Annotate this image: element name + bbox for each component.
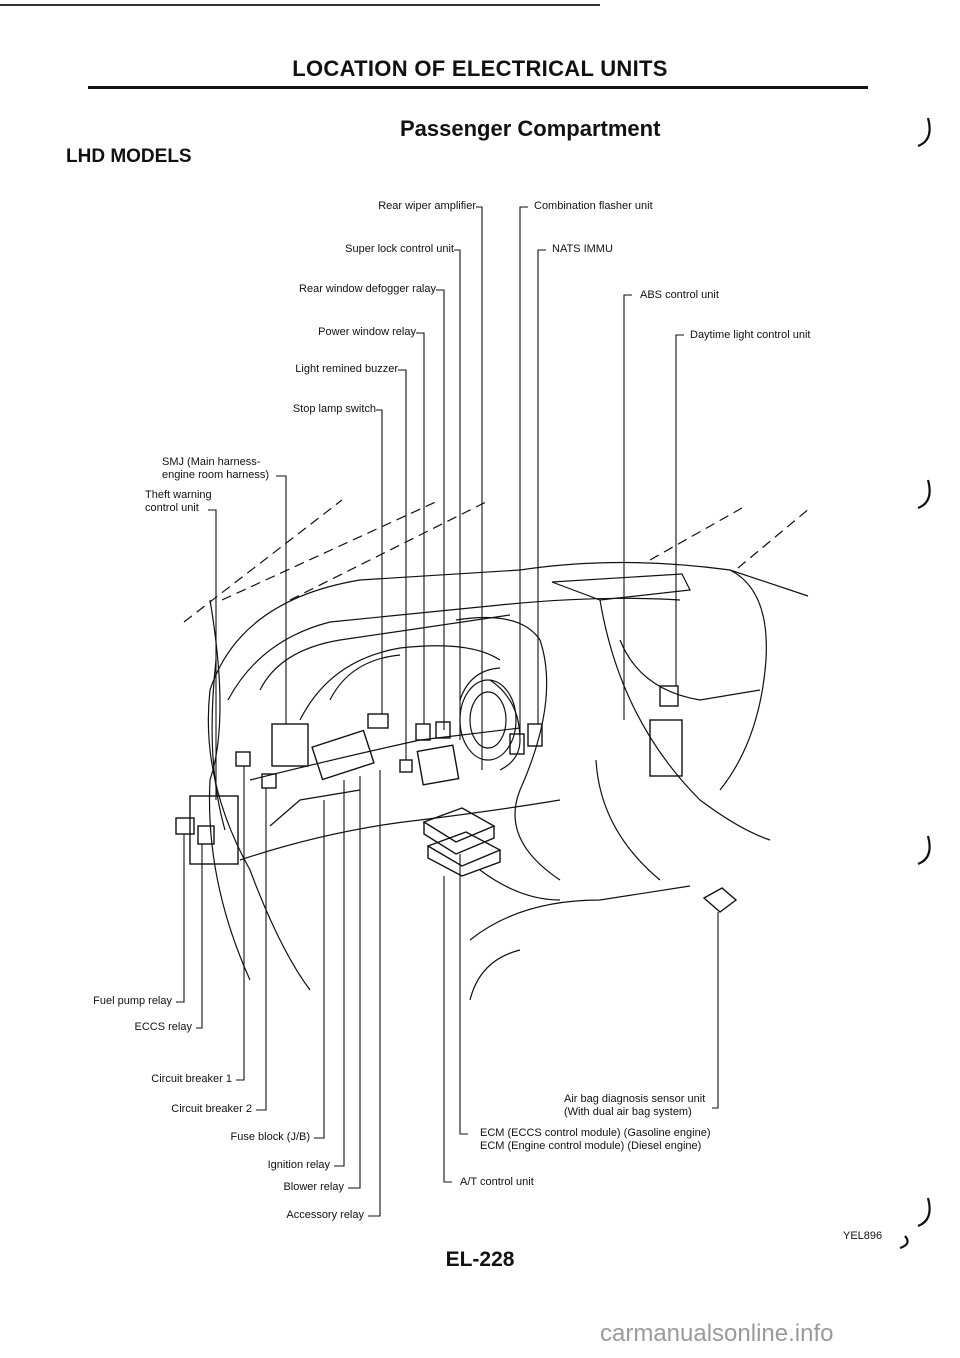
stop-lamp-switch-shape <box>367 713 389 729</box>
eccs-relay-shape <box>197 825 215 845</box>
label-combination-flasher-unit: Combination flasher unit <box>534 200 653 212</box>
label-smj-line1: SMJ (Main harness- <box>162 456 261 468</box>
page-title: LOCATION OF ELECTRICAL UNITS <box>292 56 668 81</box>
label-blower-relay: Blower relay <box>283 1181 344 1193</box>
theft-warning-shape <box>189 795 239 865</box>
label-smj-line2: engine room harness) <box>162 469 270 481</box>
label-theft-line2: control unit <box>145 502 199 514</box>
title-rule <box>88 86 868 89</box>
page-number: EL-228 <box>445 1248 515 1271</box>
defogger-relay-shape <box>435 721 451 739</box>
label-stop-lamp-switch: Stop lamp switch <box>292 403 376 415</box>
daytime-light-shape <box>649 719 683 777</box>
ecm-box-top <box>422 807 496 843</box>
airbag-sensor-shape <box>702 887 738 913</box>
top-border-line <box>0 4 600 6</box>
label-at-control-unit: A/T control unit <box>460 1176 534 1188</box>
super-lock-shape <box>416 744 460 786</box>
label-airbag-line2: (With dual air bag system) <box>564 1106 692 1118</box>
power-window-relay-shape <box>415 723 431 741</box>
label-daytime-light-control-unit: Daytime light control unit <box>690 329 811 341</box>
fuse-block-box <box>271 723 309 767</box>
label-circuit-breaker-1: Circuit breaker 1 <box>151 1073 232 1085</box>
windshield-lines <box>183 499 811 623</box>
label-accessory-relay: Accessory relay <box>286 1209 364 1221</box>
label-eccs-relay: ECCS relay <box>134 1021 192 1033</box>
circuit-breaker-2-shape <box>261 773 277 789</box>
fuel-pump-relay-shape <box>175 817 195 835</box>
section-subtitle: Passenger Compartment <box>400 116 661 141</box>
label-fuel-pump-relay: Fuel pump relay <box>93 995 172 1007</box>
leader-lines <box>176 206 719 1217</box>
relay-box <box>311 729 375 781</box>
circuit-breaker-1-shape <box>235 751 251 767</box>
buzzer-shape <box>399 759 413 773</box>
label-nats-immu: NATS IMMU <box>552 243 613 255</box>
margin-marks <box>899 117 931 1250</box>
label-fuse-block: Fuse block (J/B) <box>230 1131 310 1143</box>
label-ignition-relay: Ignition relay <box>267 1159 330 1171</box>
component-boxes <box>175 685 738 913</box>
label-rear-window-defogger-relay: Rear window defogger ralay <box>299 283 436 295</box>
label-circuit-breaker-2: Circuit breaker 2 <box>171 1103 252 1115</box>
models-heading: LHD MODELS <box>66 146 192 167</box>
nats-shape <box>527 723 543 747</box>
label-rear-wiper-amplifier: Rear wiper amplifier <box>378 200 476 212</box>
steering-column <box>459 679 517 761</box>
combination-flasher-shape <box>509 733 525 755</box>
label-theft-line1: Theft warning <box>145 489 212 501</box>
label-super-lock-control-unit: Super lock control unit <box>345 243 454 255</box>
label-ecm-line1: ECM (ECCS control module) (Gasoline engi… <box>480 1127 711 1139</box>
dashboard-outline <box>207 561 809 1001</box>
abs-shape <box>659 685 679 707</box>
watermark-text: carmanualsonline.info <box>600 1320 834 1347</box>
label-ecm-line2: ECM (Engine control module) (Diesel engi… <box>480 1140 702 1152</box>
at-control-box-top <box>426 831 502 867</box>
label-abs-control-unit: ABS control unit <box>640 289 719 301</box>
figure-code: YEL896 <box>843 1230 883 1242</box>
label-light-remined-buzzer: Light remined buzzer <box>295 363 398 375</box>
label-airbag-line1: Air bag diagnosis sensor unit <box>564 1093 706 1105</box>
label-power-window-relay: Power window relay <box>318 326 416 338</box>
